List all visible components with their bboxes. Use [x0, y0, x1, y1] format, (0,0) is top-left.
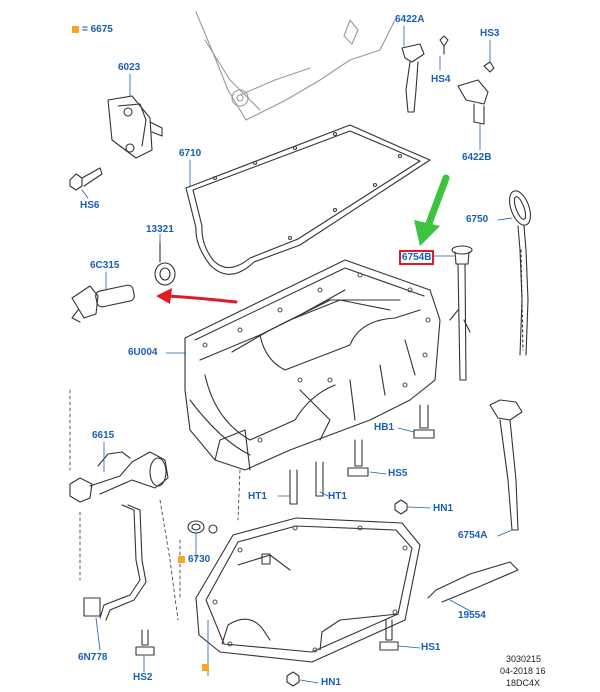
upper-oil-pan-6U004	[184, 259, 441, 471]
label-HS3: HS3	[480, 28, 500, 39]
label-6615: 6615	[92, 430, 115, 441]
seal-6730	[187, 520, 218, 534]
label-6422A: 6422A	[395, 14, 425, 25]
legend-marker	[72, 26, 79, 33]
sensor-6C315	[71, 284, 135, 323]
label-6C315: 6C315	[90, 260, 120, 271]
dipstick-tube-6754A	[489, 399, 523, 531]
label-6750: 6750	[466, 214, 489, 225]
dipstick-tube-6754B	[449, 245, 473, 381]
label-6754B: 6754B	[399, 250, 435, 265]
label-HS6: HS6	[80, 200, 100, 211]
gasket-6710	[185, 124, 431, 275]
red-callout-arrow	[166, 294, 238, 304]
label-HS5: HS5	[388, 468, 408, 479]
label-6U004: 6U004	[128, 347, 158, 358]
label-HN1-a: HN1	[433, 503, 454, 514]
label-6N778: 6N778	[78, 652, 108, 663]
diagram-code: 3030215	[506, 654, 542, 664]
label-HB1: HB1	[374, 422, 395, 433]
label-13321: 13321	[146, 224, 174, 235]
engine-block-outline	[195, 11, 396, 121]
lower-oil-pan	[195, 517, 421, 663]
sensor-6422B	[457, 61, 495, 125]
label-HT1-b: HT1	[328, 491, 347, 502]
label-6710: 6710	[179, 148, 202, 159]
seal-13321	[154, 241, 176, 286]
label-HS2: HS2	[133, 672, 153, 683]
label-19554: 19554	[458, 610, 486, 621]
dipstick-6750	[508, 190, 532, 356]
pickup-tube-6615	[69, 451, 169, 503]
bracket-6023	[107, 95, 163, 159]
bolt-HS6	[69, 167, 103, 191]
label-6730: 6730	[188, 554, 211, 565]
label-6422B: 6422B	[462, 152, 492, 163]
label-HT1-a: HT1	[248, 491, 267, 502]
label-HS1: HS1	[421, 642, 441, 653]
marker-6730	[178, 556, 185, 563]
diagram-ref: 18DC4X	[506, 678, 541, 688]
legend-text: = 6675	[82, 24, 113, 35]
label-HN1-b: HN1	[321, 677, 342, 688]
label-HS4: HS4	[431, 74, 451, 85]
diagram-date: 04-2018 16	[500, 666, 546, 676]
bolts-studs	[135, 404, 435, 687]
hose-19554	[427, 561, 519, 603]
label-6023: 6023	[118, 62, 141, 73]
label-6754A: 6754A	[458, 530, 488, 541]
green-pointer-arrow	[424, 174, 450, 230]
sensor-6422A	[401, 35, 449, 113]
leader-lines	[81, 25, 513, 684]
pipe-6N778	[83, 504, 147, 621]
